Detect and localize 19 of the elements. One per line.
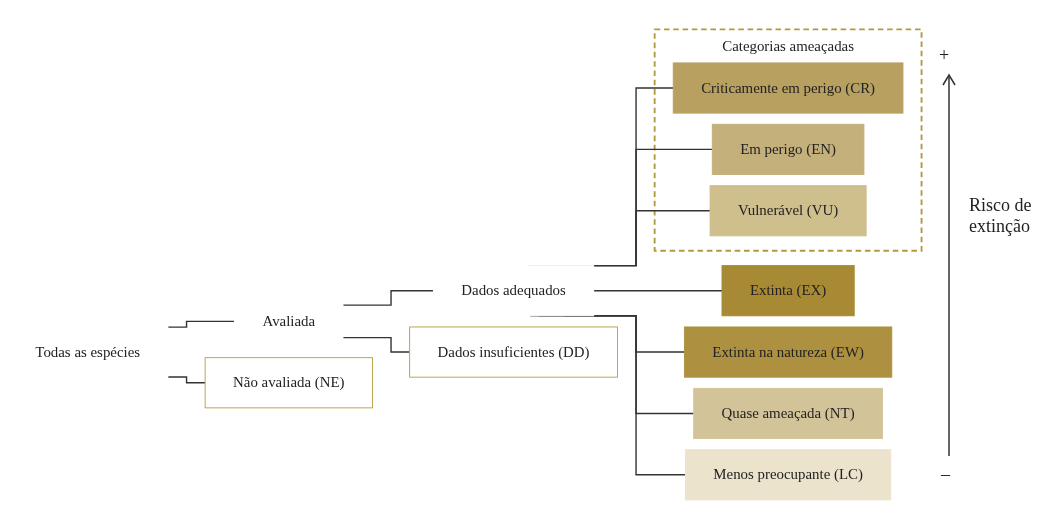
axis-end-label: – — [941, 463, 950, 485]
axis-end-label: + — [939, 44, 950, 66]
node-box: Criticamente em perigo (CR) — [672, 62, 904, 114]
node-box: Extinta (EX) — [721, 264, 855, 317]
connector — [593, 289, 723, 292]
node-box: Não avaliada (NE) — [204, 357, 373, 409]
node-box: Extinta na natureza (EW) — [683, 326, 893, 378]
connector — [167, 376, 206, 384]
node-box: Quase ameaçada (NT) — [693, 387, 883, 439]
connector — [167, 320, 236, 328]
node-box: Em perigo (EN) — [711, 123, 865, 175]
node-text: Avaliada — [262, 312, 316, 329]
node-box: Dados insuficientes (DD) — [409, 326, 618, 378]
node-box: Menos preocupante (LC) — [684, 449, 892, 501]
node-box: Vulnerável (VU) — [709, 185, 867, 237]
node-text: Todas as espécies — [35, 343, 141, 360]
connector — [342, 289, 435, 306]
axis-label: Risco de extinção — [969, 194, 1033, 237]
connector — [342, 336, 411, 353]
